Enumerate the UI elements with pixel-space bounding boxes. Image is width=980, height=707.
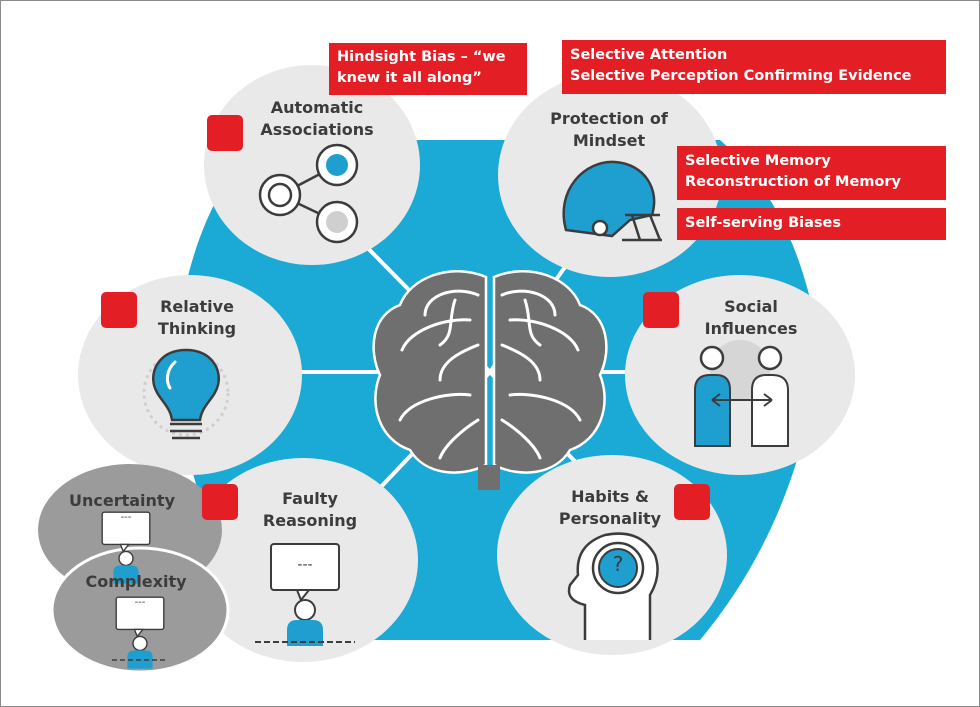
red-marker-habits-personality (674, 484, 710, 520)
connection-nodes-icon (258, 143, 359, 244)
question-mark-glyph: ? (612, 552, 624, 576)
tag-selective-memory: Selective Memory Reconstruction of Memor… (677, 146, 946, 200)
red-marker-relative-thinking (101, 292, 137, 328)
football-helmet-icon (562, 160, 662, 242)
lightbulb-icon (142, 348, 230, 440)
node-automatic-associations-bg (204, 65, 420, 265)
red-marker-automatic-associations (207, 115, 243, 151)
two-people-icon (694, 340, 789, 447)
brain-icon (372, 269, 608, 490)
node-relative-thinking-title: Relative Thinking (157, 297, 237, 338)
bubble-dashes: --- (297, 557, 313, 573)
node-complexity-title: Complexity (85, 572, 187, 591)
red-marker-faulty-reasoning (202, 484, 238, 520)
node-social-influences-title: Social Influences (704, 297, 798, 338)
head-question-icon (567, 532, 659, 640)
node-faulty-reasoning-title: Faulty Reasoning (262, 489, 358, 530)
node-habits-personality-title: Habits & Personality (558, 487, 662, 528)
bubble-dashes: --- (134, 597, 146, 608)
node-uncertainty-title: Uncertainty (68, 491, 175, 510)
node-automatic-associations-title: Automatic Associations (260, 98, 374, 139)
tag-hindsight-bias: Hindsight Bias – “we knew it all along” (329, 43, 527, 95)
tag-selective-attention-perception: Selective Attention Selective Perception… (562, 40, 946, 94)
red-marker-social-influences (643, 292, 679, 328)
bubble-dashes: --- (120, 512, 132, 523)
node-protection-of-mindset-title: Protection of Mindset (550, 109, 668, 150)
tag-self-serving-biases: Self-serving Biases (677, 208, 946, 240)
